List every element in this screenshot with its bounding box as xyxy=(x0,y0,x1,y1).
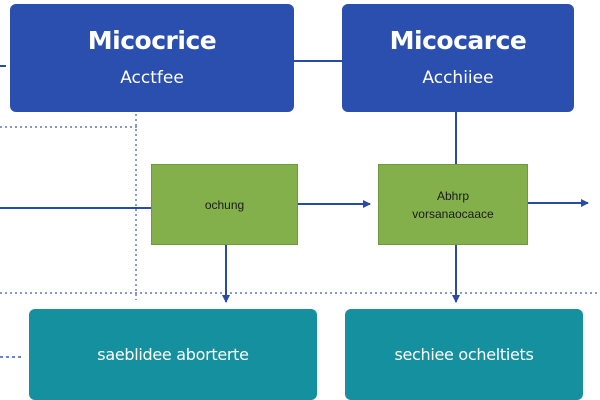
bottom-right-store-box[interactable]: sechiee ocheltiets xyxy=(345,309,583,400)
bottom-left-store-box[interactable]: saeblidee aborterte xyxy=(29,309,317,400)
bottom-left-label: saeblidee aborterte xyxy=(97,345,249,364)
mid-left-process-box[interactable]: ochung xyxy=(151,164,298,245)
mid-right-process-box[interactable]: Abhrp vorsanaocaace xyxy=(378,164,528,245)
top-right-service-box[interactable]: Micocarce Acchiiee xyxy=(342,4,574,112)
top-left-title: Micocrice xyxy=(87,26,217,55)
bottom-right-label: sechiee ocheltiets xyxy=(394,345,534,364)
top-right-title: Micocarce xyxy=(389,26,527,55)
top-left-subtitle: Acctfee xyxy=(120,68,184,88)
top-left-service-box[interactable]: Micocrice Acctfee xyxy=(10,4,294,112)
mid-right-label-line1: Abhrp xyxy=(436,188,470,203)
top-right-subtitle: Acchiiee xyxy=(422,68,494,88)
mid-left-label: ochung xyxy=(204,197,245,212)
mid-right-label-line2: vorsanaocaace xyxy=(412,206,494,221)
